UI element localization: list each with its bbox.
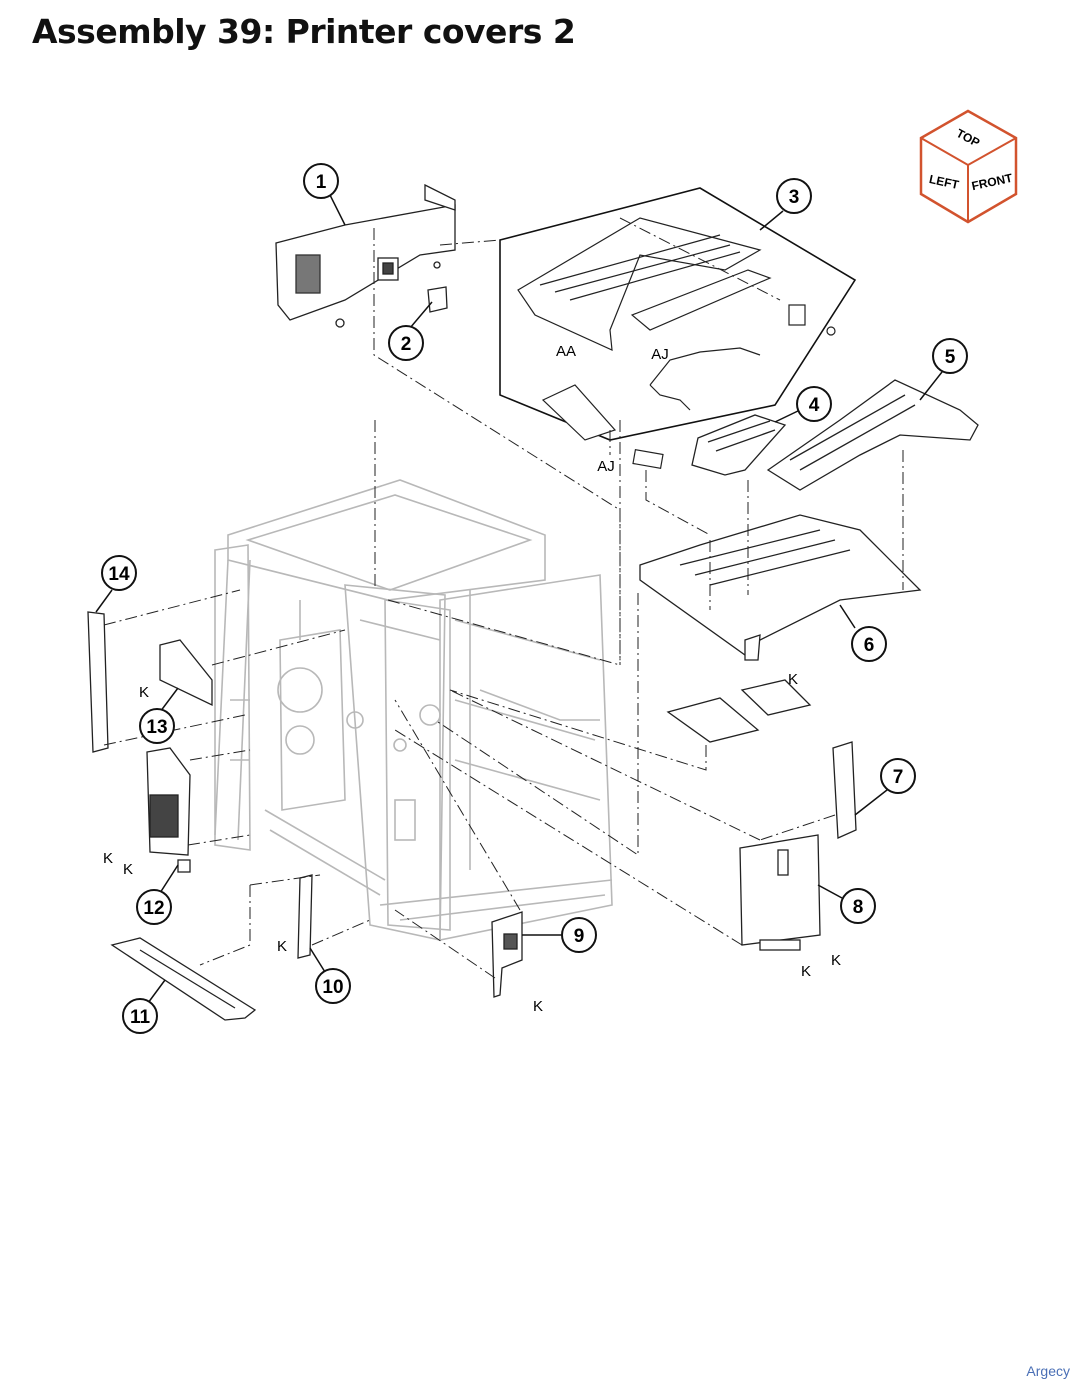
callout-13-number: 13 [146,717,167,738]
footer-brand: Argecy [1026,1363,1070,1379]
label-k-10: K [277,938,287,955]
callout-8: 8 [840,888,876,924]
callout-5-number: 5 [945,347,956,368]
callout-2: 2 [388,325,424,361]
label-k-9: K [533,998,543,1015]
callout-4-number: 4 [809,395,820,416]
cube-left-label: LEFT [928,172,961,192]
callout-9-number: 9 [574,926,585,947]
callout-1: 1 [303,163,339,199]
callout-11: 11 [122,998,158,1034]
label-aa: AA [556,343,576,360]
paper-guide-right [740,679,812,716]
paper-guide-left [666,697,760,743]
callout-10-number: 10 [322,977,343,998]
part-7-rear-bracket [832,741,857,839]
callout-14-number: 14 [108,564,130,585]
part-9-inner-cover [491,911,523,998]
callout-3: 3 [776,178,812,214]
label-k-12b: K [123,861,133,878]
callout-10: 10 [315,968,351,1004]
label-k-8b: K [801,963,811,980]
page-title: Assembly 39: Printer covers 2 [32,12,576,51]
part-8-front-right-cover [739,834,821,951]
small-latch-part [632,448,664,470]
callout-8-number: 8 [853,897,864,918]
callout-13: 13 [139,708,175,744]
callout-lead-lines [95,194,943,1004]
leader-lines [103,217,904,979]
callout-2-number: 2 [401,334,412,355]
part-12-left-lower-cover [146,747,191,873]
callout-1-number: 1 [316,172,327,193]
label-aj-upper: AJ [651,346,669,363]
callout-4: 4 [796,386,832,422]
callout-14: 14 [101,555,137,591]
part-2-pad [427,286,448,313]
callout-3-number: 3 [789,187,800,208]
callout-11-number: 11 [130,1007,151,1028]
part-3-output-tray-assembly [499,187,857,441]
callout-12: 12 [136,889,172,925]
part-4-tray-extension [691,414,787,476]
callout-5: 5 [932,338,968,374]
orientation-cube: TOP LEFT FRONT [919,109,1018,224]
callout-9: 9 [561,917,597,953]
callout-7-number: 7 [893,767,904,788]
callout-6: 6 [851,626,887,662]
part-13-left-inner-cover [159,639,213,707]
printer-frame [214,479,613,941]
label-aj-lower: AJ [597,458,615,475]
callout-12-number: 12 [143,898,164,919]
part-5-top-cover [766,379,979,491]
label-k-6: K [788,671,798,688]
part-10-lower-bracket [297,874,313,959]
part-1-left-top-cover [275,183,456,328]
part-11-bottom-rail [110,937,257,1021]
label-k-8a: K [831,952,841,969]
label-k-13: K [139,684,149,701]
callout-7: 7 [880,758,916,794]
part-14-left-rear-strip [87,611,109,753]
label-k-12a: K [103,850,113,867]
callout-6-number: 6 [864,635,875,656]
